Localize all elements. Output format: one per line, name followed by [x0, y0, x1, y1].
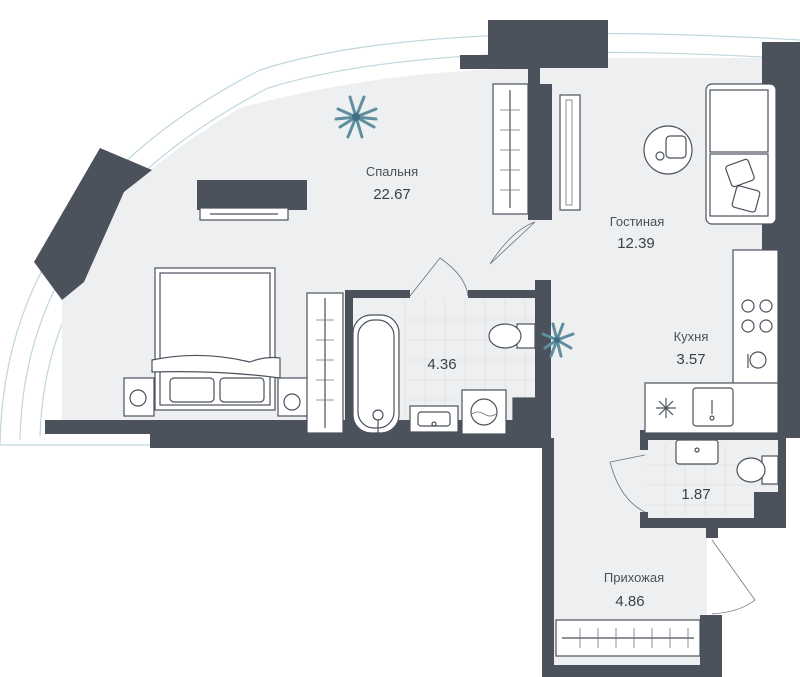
wardrobe-icon — [492, 83, 529, 215]
doors — [409, 221, 756, 615]
tv-panel — [559, 94, 581, 211]
stove-icon — [741, 299, 773, 369]
plant-icon — [334, 95, 378, 139]
wardrobe-icon — [306, 292, 344, 434]
room-area-hallway: 4.86 — [615, 593, 644, 610]
sink-icon — [409, 405, 459, 433]
tv-console — [197, 180, 307, 221]
bathtub-icon — [352, 314, 400, 434]
room-name-kitchen: Кухня — [674, 329, 709, 344]
plant-icon — [541, 322, 575, 358]
kitchen-counter — [644, 249, 779, 434]
toilet-icon — [736, 455, 779, 485]
room-area-bedroom: 22.67 — [373, 186, 411, 203]
sink-icon — [675, 439, 719, 465]
toilet-icon — [488, 323, 536, 349]
washing-machine-icon — [461, 389, 507, 435]
bed-icon — [123, 267, 309, 417]
room-name-living: Гостиная — [610, 214, 665, 229]
room-area-bathroom: 4.36 — [427, 356, 456, 373]
room-area-wc: 1.87 — [681, 486, 710, 503]
sofa-icon — [705, 83, 777, 225]
room-area-kitchen: 3.57 — [676, 351, 705, 368]
room-name-hallway: Прихожая — [604, 570, 664, 585]
room-name-bedroom: Спальня — [366, 164, 418, 179]
wardrobe-icon — [555, 619, 701, 657]
sink-icon — [692, 387, 734, 427]
room-area-living: 12.39 — [617, 235, 655, 252]
table-icon — [643, 125, 693, 175]
snowflake-icon — [656, 398, 676, 418]
